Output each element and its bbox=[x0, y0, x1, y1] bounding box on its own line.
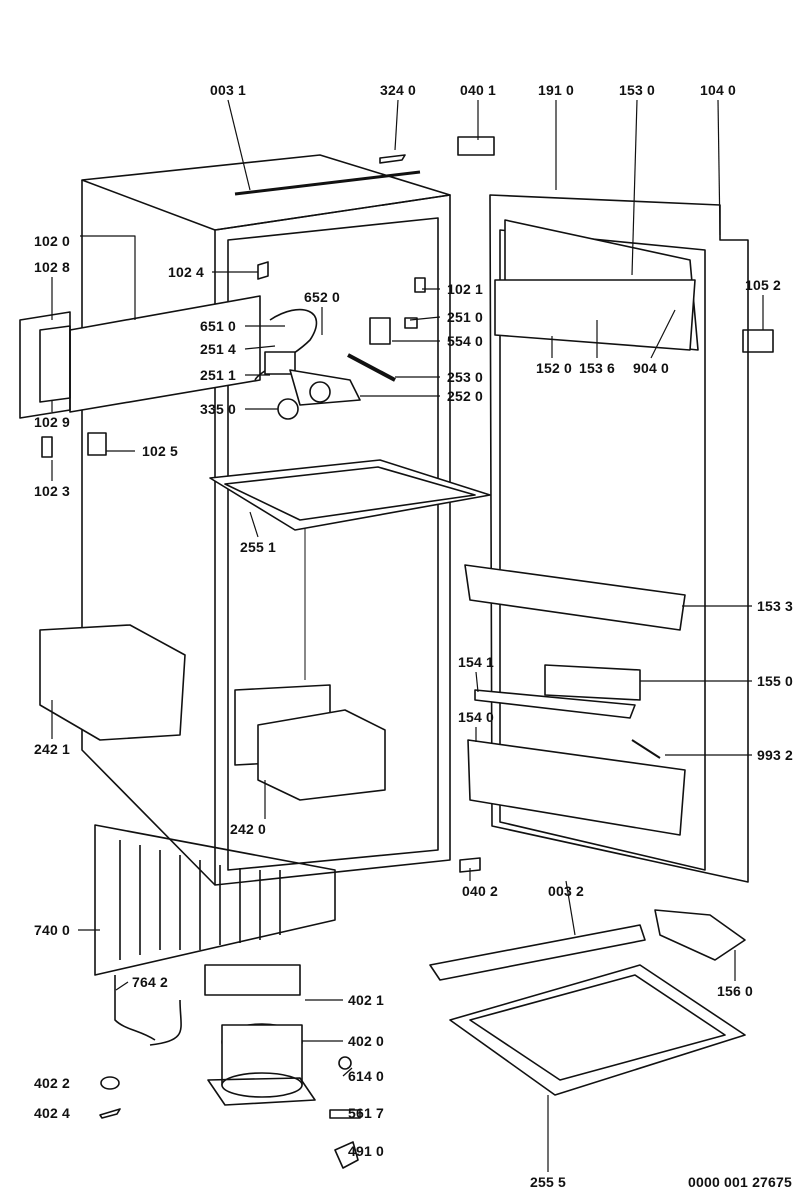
part-label: 251 1 bbox=[199, 367, 237, 383]
part-label: 003 1 bbox=[209, 82, 247, 98]
part-label: 402 2 bbox=[33, 1075, 71, 1091]
part-label: 251 4 bbox=[199, 341, 237, 357]
part-label: 402 4 bbox=[33, 1105, 71, 1121]
document-number: 0000 001 27675 bbox=[687, 1174, 793, 1190]
part-label: 402 1 bbox=[347, 992, 385, 1008]
part-label: 764 2 bbox=[131, 974, 169, 990]
part-label: 242 1 bbox=[33, 741, 71, 757]
part-label: 251 0 bbox=[446, 309, 484, 325]
part-label: 614 0 bbox=[347, 1068, 385, 1084]
part-label: 255 5 bbox=[529, 1174, 567, 1190]
part-label: 153 3 bbox=[756, 598, 794, 614]
part-label: 102 0 bbox=[33, 233, 71, 249]
condenser-compressor bbox=[94, 824, 361, 1169]
door bbox=[464, 194, 774, 883]
part-label: 153 0 bbox=[618, 82, 656, 98]
part-label: 255 1 bbox=[239, 539, 277, 555]
leader-lines bbox=[51, 99, 764, 1172]
part-label: 102 4 bbox=[167, 264, 205, 280]
part-label: 335 0 bbox=[199, 401, 237, 417]
part-label: 191 0 bbox=[537, 82, 575, 98]
part-label: 491 0 bbox=[347, 1143, 385, 1159]
part-label: 102 8 bbox=[33, 259, 71, 275]
part-label: 105 2 bbox=[744, 277, 782, 293]
part-label: 102 1 bbox=[446, 281, 484, 297]
part-label: 154 1 bbox=[457, 654, 495, 670]
part-label: 102 3 bbox=[33, 483, 71, 499]
part-label: 040 1 bbox=[459, 82, 497, 98]
part-label: 152 0 bbox=[535, 360, 573, 376]
part-label: 102 5 bbox=[141, 443, 179, 459]
part-label: 104 0 bbox=[699, 82, 737, 98]
part-label: 040 2 bbox=[461, 883, 499, 899]
part-label: 003 2 bbox=[547, 883, 585, 899]
part-label: 904 0 bbox=[632, 360, 670, 376]
part-label: 561 7 bbox=[347, 1105, 385, 1121]
part-label: 154 0 bbox=[457, 709, 495, 725]
part-label: 102 9 bbox=[33, 414, 71, 430]
part-label: 156 0 bbox=[716, 983, 754, 999]
loose-parts bbox=[429, 857, 746, 1096]
part-label: 402 0 bbox=[347, 1033, 385, 1049]
control-panel bbox=[19, 136, 495, 458]
part-label: 242 0 bbox=[229, 821, 267, 837]
part-label: 252 0 bbox=[446, 388, 484, 404]
part-label: 993 2 bbox=[756, 747, 794, 763]
part-label: 554 0 bbox=[446, 333, 484, 349]
part-label: 651 0 bbox=[199, 318, 237, 334]
part-label: 155 0 bbox=[756, 673, 794, 689]
part-label: 324 0 bbox=[379, 82, 417, 98]
part-label: 740 0 bbox=[33, 922, 71, 938]
part-label: 153 6 bbox=[578, 360, 616, 376]
part-label: 652 0 bbox=[303, 289, 341, 305]
cabinet-shelves bbox=[39, 459, 491, 801]
part-label: 253 0 bbox=[446, 369, 484, 385]
